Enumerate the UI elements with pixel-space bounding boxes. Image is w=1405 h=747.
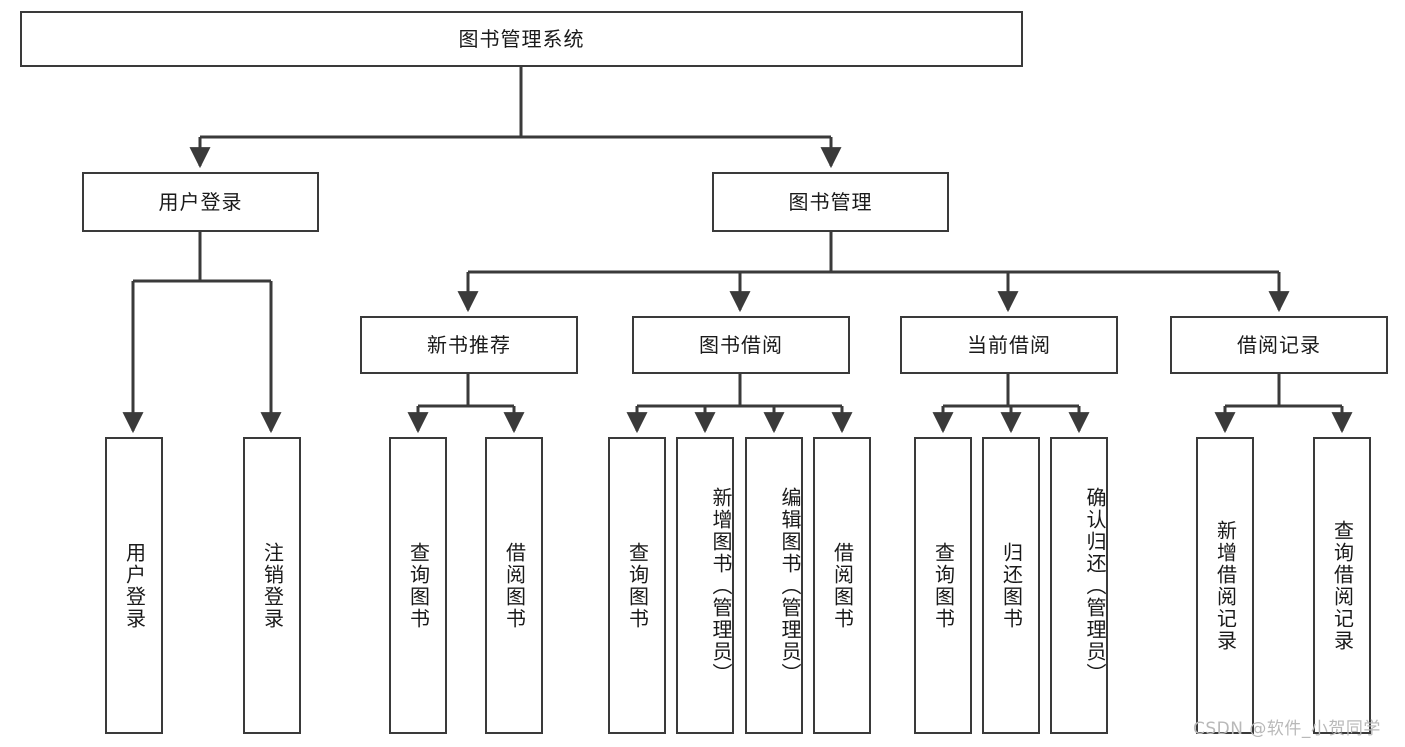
leaf-user-login[interactable]: 用户登录 xyxy=(105,437,163,734)
node-current-borrow[interactable]: 当前借阅 xyxy=(900,316,1118,374)
leaf-edit-book-admin[interactable]: 编辑图书（管理员） xyxy=(745,437,803,734)
leaf-query-borrow-record[interactable]: 查询借阅记录 xyxy=(1313,437,1371,734)
leaf-add-borrow-record[interactable]: 新增借阅记录 xyxy=(1196,437,1254,734)
leaf-query-book-current[interactable]: 查询图书 xyxy=(914,437,972,734)
leaf-query-book-new[interactable]: 查询图书 xyxy=(389,437,447,734)
leaf-return-book[interactable]: 归还图书 xyxy=(982,437,1040,734)
node-borrow-records[interactable]: 借阅记录 xyxy=(1170,316,1388,374)
csdn-watermark: CSDN @软件_小贺同学 xyxy=(1193,719,1381,739)
node-user-login[interactable]: 用户登录 xyxy=(82,172,319,232)
leaf-borrow-book[interactable]: 借阅图书 xyxy=(813,437,871,734)
node-new-book-recommend[interactable]: 新书推荐 xyxy=(360,316,578,374)
node-root-system[interactable]: 图书管理系统 xyxy=(20,11,1023,67)
leaf-add-book-admin[interactable]: 新增图书（管理员） xyxy=(676,437,734,734)
node-book-borrow[interactable]: 图书借阅 xyxy=(632,316,850,374)
leaf-borrow-book-new[interactable]: 借阅图书 xyxy=(485,437,543,734)
leaf-logout[interactable]: 注销登录 xyxy=(243,437,301,734)
node-book-management[interactable]: 图书管理 xyxy=(712,172,949,232)
leaf-confirm-return-admin[interactable]: 确认归还（管理员） xyxy=(1050,437,1108,734)
leaf-query-book-borrow[interactable]: 查询图书 xyxy=(608,437,666,734)
